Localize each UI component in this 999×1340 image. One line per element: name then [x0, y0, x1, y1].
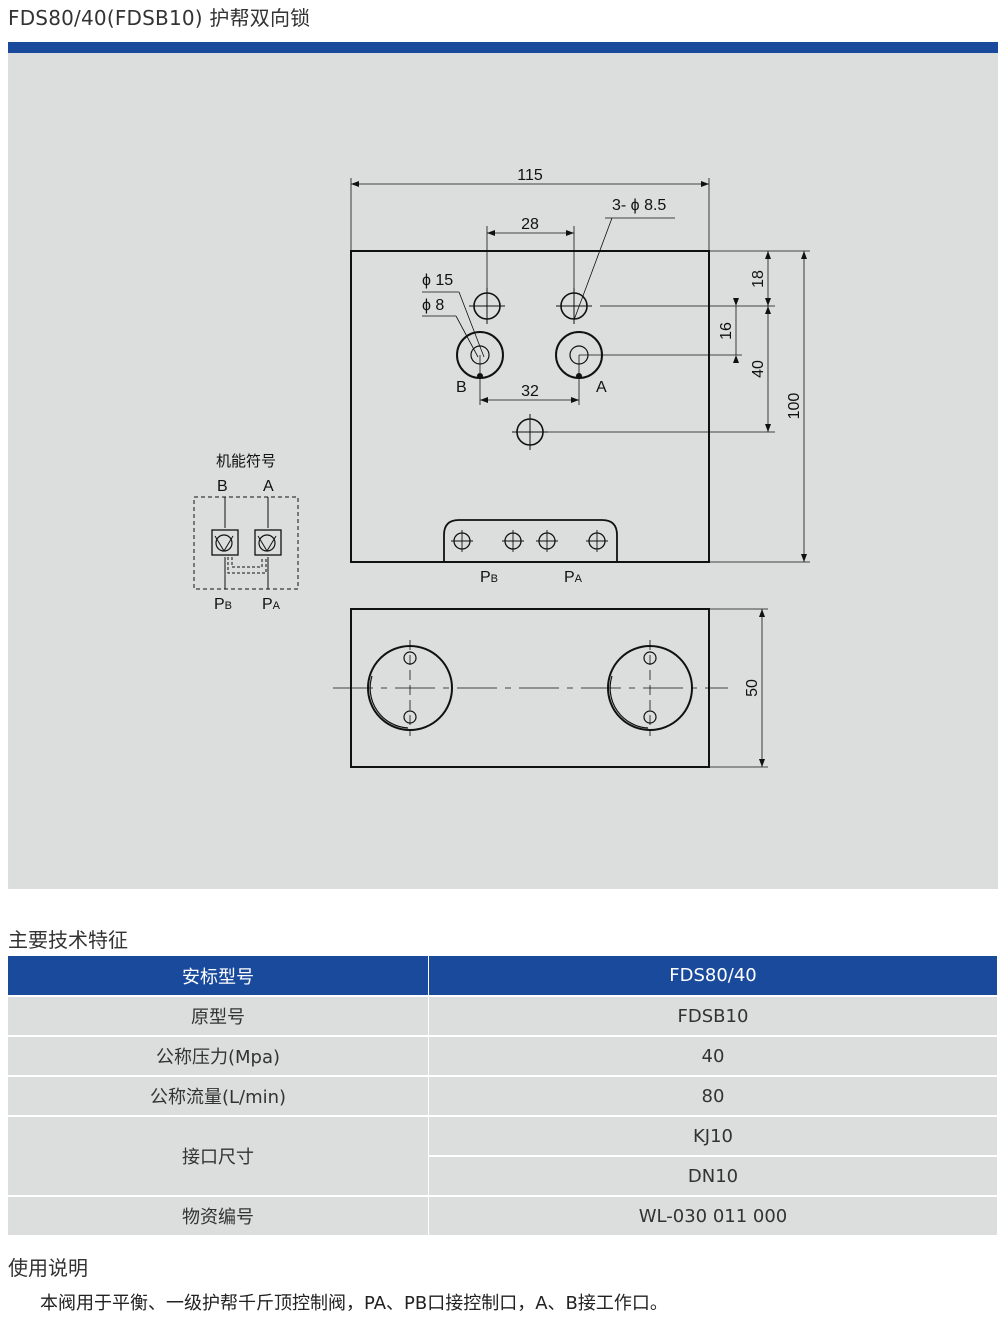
dim-50: 50	[744, 679, 761, 697]
mount-hole-bottom	[512, 414, 548, 450]
dim-100: 100	[786, 393, 803, 420]
dim-16: 16	[718, 322, 735, 340]
row-label: 物资编号	[8, 1195, 429, 1235]
side-port-right	[607, 640, 693, 736]
table-header-label: 安标型号	[8, 956, 429, 996]
table-row: 接口尺寸 KJ10	[8, 1115, 998, 1196]
row-label: 公称压力(Mpa)	[8, 1035, 429, 1076]
port-b-circle	[456, 331, 504, 379]
dim-diameter-15: ϕ 15	[422, 272, 453, 289]
port-a-circle	[555, 331, 603, 379]
specs-heading: 主要技术特征	[8, 928, 128, 952]
symbol-title: 机能符号	[216, 453, 276, 470]
table-header-value: FDS80/40	[428, 956, 998, 996]
table-row: 原型号 FDSB10	[8, 995, 998, 1036]
usage-text: 本阀用于平衡、一级护帮千斤顶控制阀，PA、PB口接控制口，A、B接工作口。	[40, 1293, 668, 1314]
row-label: 原型号	[8, 995, 429, 1036]
symbol-pb-label: PB	[214, 596, 232, 613]
table-row: 公称压力(Mpa) 40	[8, 1035, 998, 1076]
row-value: 80	[428, 1075, 998, 1116]
symbol-a-label: A	[263, 478, 274, 495]
port-pb-label: PB	[480, 569, 498, 586]
mount-hole-left	[469, 288, 505, 324]
mount-hole-right	[556, 288, 592, 324]
port-pa-label: PA	[564, 569, 583, 586]
row-value: FDSB10	[428, 995, 998, 1036]
port-tab-outline	[443, 519, 618, 562]
tab-port-holes	[451, 530, 608, 552]
table-row: 物资编号 WL-030 011 000	[8, 1195, 998, 1235]
port-a-label: A	[596, 379, 607, 396]
table-row: 公称流量(L/min) 80	[8, 1075, 998, 1116]
table-row: DN10	[8, 1155, 998, 1196]
table-header-row: 安标型号 FDS80/40	[8, 956, 998, 996]
technical-drawing: 115 28 3- ϕ 8.5 ϕ 15 ϕ 8 32 B A 18 16 40…	[193, 167, 810, 768]
symbol-b-label: B	[217, 478, 228, 495]
symbol-pa-label: PA	[262, 596, 281, 613]
valve-top-view-outline	[350, 250, 710, 563]
specs-table: 安标型号 FDS80/40 原型号 FDSB10 公称压力(Mpa) 40 公称…	[8, 956, 998, 1235]
row-label: 接口尺寸	[8, 1115, 429, 1196]
row-value: 40	[428, 1035, 998, 1076]
page-title: FDS80/40(FDSB10) 护帮双向锁	[8, 6, 311, 30]
dim-port-spacing: 32	[521, 383, 539, 400]
dim-hole-spec: 3- ϕ 8.5	[612, 197, 666, 214]
side-port-left	[367, 640, 453, 736]
usage-heading: 使用说明	[8, 1256, 88, 1280]
dim-overall-width: 115	[517, 167, 543, 184]
title-divider-bar	[8, 42, 998, 53]
dim-diameter-8: ϕ 8	[422, 297, 444, 314]
technical-drawing-panel: 115 28 3- ϕ 8.5 ϕ 15 ϕ 8 32 B A 18 16 40…	[8, 53, 998, 889]
dim-40: 40	[750, 360, 767, 378]
dim-hole-spacing: 28	[521, 216, 539, 233]
port-b-label: B	[456, 379, 467, 396]
row-value: KJ10	[428, 1115, 998, 1156]
row-value: WL-030 011 000	[428, 1195, 998, 1235]
row-label: 公称流量(L/min)	[8, 1075, 429, 1116]
dim-18: 18	[750, 270, 767, 288]
function-symbol	[193, 496, 299, 590]
row-value: DN10	[428, 1155, 998, 1196]
